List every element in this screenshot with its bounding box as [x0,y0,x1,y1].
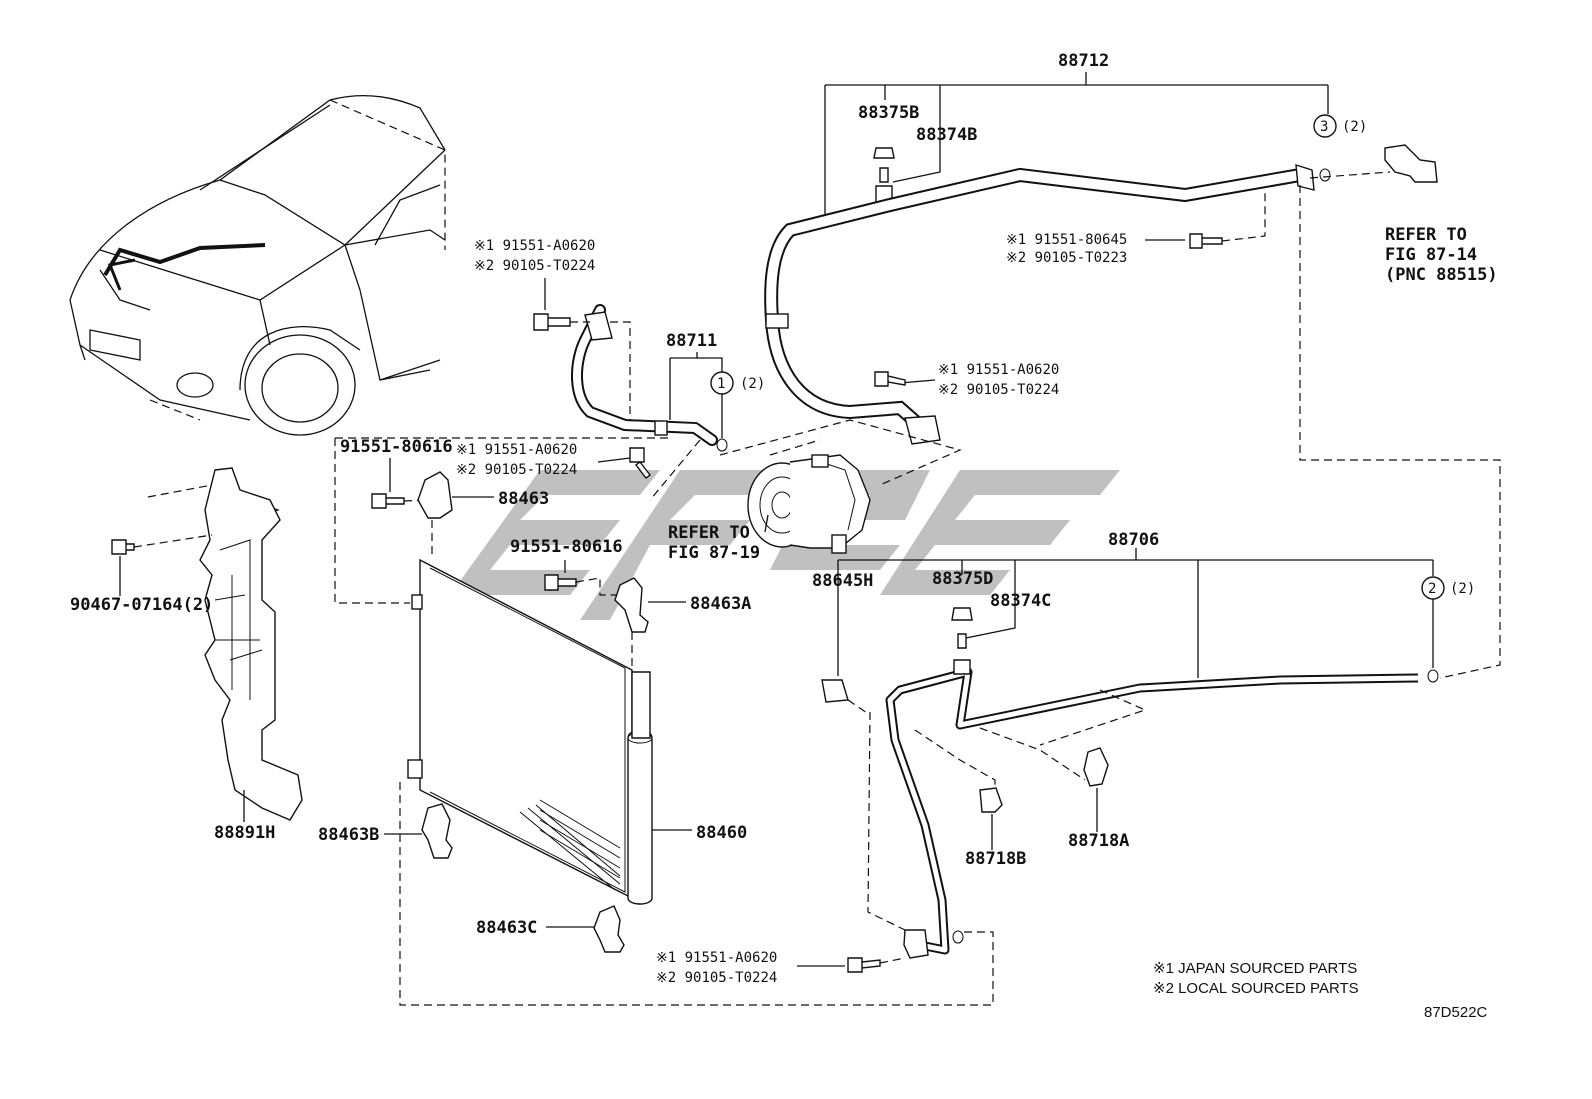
bolt-a [1189,233,1223,249]
cap-88375D [951,607,973,621]
valve-core-88374C [957,633,967,649]
label-88374C: 88374C [990,591,1051,611]
circle-3-text: 3 [1320,119,1328,135]
bolt-c [533,313,571,331]
bolt-91551-80616-a [371,493,405,509]
pipe-88706-flange [903,929,929,959]
bolt-a-line2: ※2 90105-T0223 [1006,250,1127,266]
bolt-c-line2: ※2 90105-T0224 [474,258,595,274]
compressor: REFER TO FIG 87-19 [668,419,962,563]
bracket-88463 [417,471,453,519]
condenser-group: 91551-80616 88463 91551-80616 88463A 884… [318,437,994,1006]
bolt-b-line2: ※2 90105-T0224 [938,382,1059,398]
bolt-e [847,957,881,973]
valve-core-88374B [879,167,889,183]
bolt-b [874,371,906,387]
refer-top-line1: REFER TO [1385,225,1467,245]
qty-1: (2) [740,376,765,392]
label-88718A: 88718A [1068,831,1129,851]
label-88706: 88706 [1108,530,1159,550]
legend-line2: ※2 LOCAL SOURCED PARTS [1153,980,1359,997]
bracket-88463B [421,803,453,859]
hose-88711-flange [584,311,613,341]
circle-callout-3 [1313,114,1337,138]
label-88460: 88460 [696,823,747,843]
receiver-drier [627,729,653,905]
label-88645H: 88645H [812,571,873,591]
label-91551-80616-b: 91551-80616 [510,537,623,557]
figure-code: 87D522C [1424,1004,1488,1021]
label-91551-80616-a: 91551-80616 [340,437,453,457]
label-88375D: 88375D [932,569,993,589]
circle-2-text: 2 [1428,581,1436,597]
car-illustration [69,94,446,436]
circle-1-text: 1 [717,376,725,392]
pressure-switch-88645H [821,679,849,703]
clamp-88718A [1083,747,1109,787]
bolt-d-line1: ※1 91551-A0620 [456,442,577,458]
label-90467-07164: 90467-07164(2) [70,595,213,615]
label-88463B: 88463B [318,825,379,845]
label-88712: 88712 [1058,51,1109,71]
bracket-88463A [614,577,649,633]
label-88375B: 88375B [858,103,919,123]
bolt-b-line1: ※1 91551-A0620 [938,362,1059,378]
qty-3: (2) [1342,119,1367,135]
o-ring-2 [1427,669,1439,683]
o-ring-1 [716,438,728,452]
refer-mid-line1: REFER TO [668,523,750,543]
bolt-c-line1: ※1 91551-A0620 [474,238,595,254]
bolt-a-line1: ※1 91551-80645 [1006,232,1127,248]
pipe-88706-group: 88706 88645H 88375D 88374C 2 (2) 88718B [656,530,1475,986]
bolt-91551-80616-b [544,574,577,591]
qty-2: (2) [1450,581,1475,597]
label-88463A: 88463A [690,594,751,614]
hose-88711-group: 88711 1 (2) ※1 91551-A0620 ※2 90105-T022… [456,238,765,501]
clip-90467 [111,539,135,555]
expansion-valve-ref [1384,144,1438,183]
bolt-e-line2: ※2 90105-T0224 [656,970,777,986]
label-88463C: 88463C [476,918,537,938]
legend-line1: ※1 JAPAN SOURCED PARTS [1153,960,1357,977]
refer-top-line3: (PNC 88515) [1385,265,1498,285]
bolt-d [629,447,651,479]
seal-88891H-group: 90467-07164(2) 88891H [70,467,303,843]
hose-88712-group: 88712 88375B 88374B 3 (2) REFER TO FIG 8… [764,51,1501,679]
hose-band [765,313,789,329]
label-88718B: 88718B [965,849,1026,869]
hose-flange-top [1295,164,1315,191]
cap-88375B [873,147,895,159]
legend: ※1 JAPAN SOURCED PARTS ※2 LOCAL SOURCED … [1153,960,1488,1021]
bolt-e-line1: ※1 91551-A0620 [656,950,777,966]
clamp-88718B [979,787,1003,813]
label-88891H: 88891H [214,823,275,843]
refer-mid-line2: FIG 87-19 [668,543,760,563]
seal-88891H [199,467,303,821]
bolt-d-line2: ※2 90105-T0224 [456,462,577,478]
refer-top-line2: FIG 87-14 [1385,245,1477,265]
o-ring-3 [1319,168,1331,182]
label-88374B: 88374B [916,125,977,145]
label-88711: 88711 [666,331,717,351]
label-88463: 88463 [498,489,549,509]
bracket-88463C [593,905,625,953]
